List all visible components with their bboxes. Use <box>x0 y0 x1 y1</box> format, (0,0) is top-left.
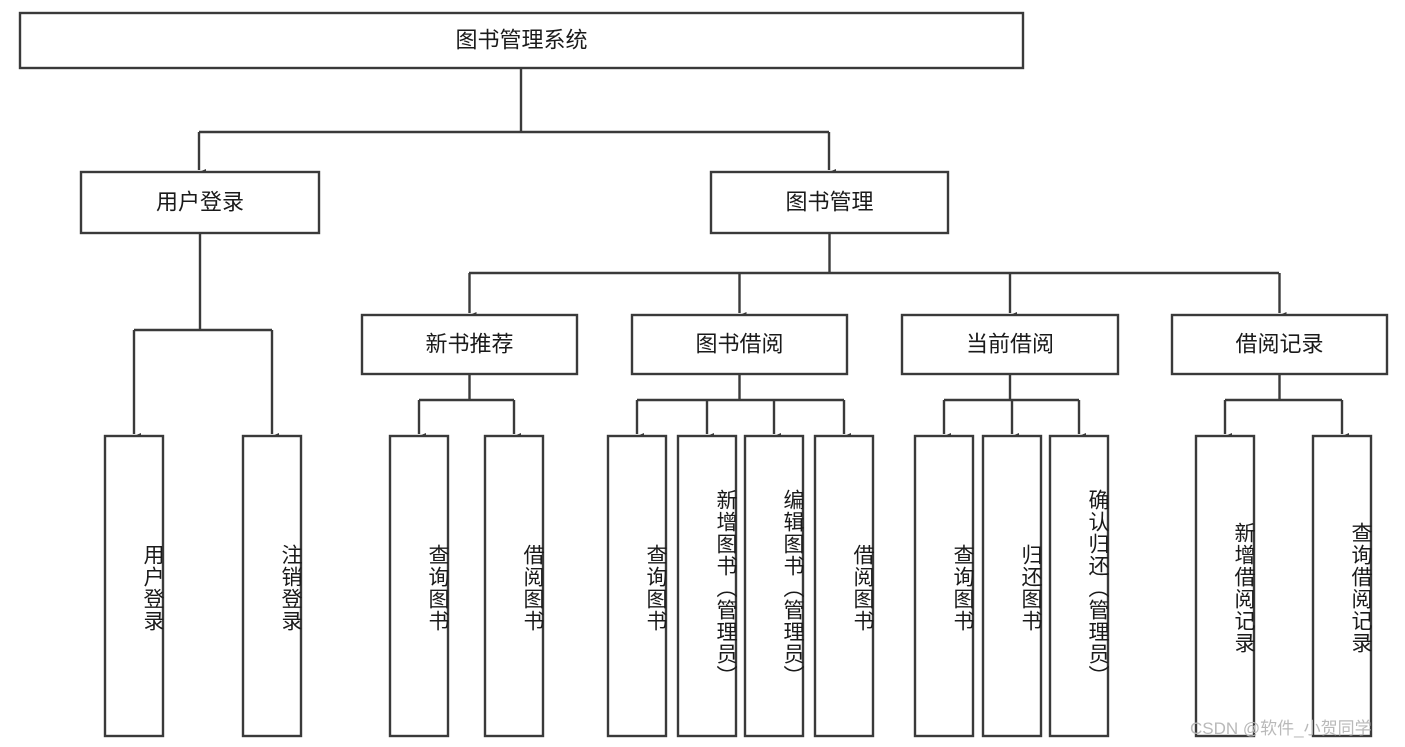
node-box <box>360 313 579 376</box>
node-leaf-注销登录[interactable] <box>241 434 303 738</box>
node-box <box>606 434 668 738</box>
node-box <box>813 434 875 738</box>
node-box <box>981 434 1043 738</box>
node-leaf-查询图书[interactable] <box>606 434 668 738</box>
node-box <box>900 313 1120 376</box>
node-box <box>676 434 738 738</box>
node-leaf-新增图书管理员[interactable] <box>676 434 738 738</box>
node-label: 图书借阅 <box>695 331 783 356</box>
node-leaf-确认归还管理员[interactable] <box>1048 434 1110 738</box>
node-label: 用户登录 <box>156 189 244 214</box>
node-box <box>1311 434 1373 738</box>
node-box <box>709 170 950 235</box>
node-level2-用户登录[interactable]: 用户登录 <box>79 170 321 235</box>
node-leaf-归还图书[interactable] <box>981 434 1043 738</box>
node-leaf-编辑图书管理员[interactable] <box>743 434 805 738</box>
node-leaf-查询图书[interactable] <box>388 434 450 738</box>
node-box <box>1170 313 1389 376</box>
watermark-text: CSDN @软件_小贺同学 <box>1190 719 1372 738</box>
node-box <box>1048 434 1110 738</box>
node-box <box>103 434 165 738</box>
node-label: 新书推荐 <box>425 331 513 356</box>
node-box <box>630 313 849 376</box>
node-label: 图书管理系统 <box>455 27 587 52</box>
node-level3-当前借阅[interactable]: 当前借阅 <box>900 313 1120 376</box>
node-leaf-新增借阅记录[interactable] <box>1194 434 1256 738</box>
node-leaf-查询图书[interactable] <box>913 434 975 738</box>
node-label: 借阅记录 <box>1235 331 1323 356</box>
node-box <box>1194 434 1256 738</box>
connector-lines <box>127 68 1349 445</box>
node-box <box>388 434 450 738</box>
node-label: 当前借阅 <box>966 331 1054 356</box>
node-leaf-借阅图书[interactable] <box>483 434 545 738</box>
node-level3-新书推荐[interactable]: 新书推荐 <box>360 313 579 376</box>
node-leaf-用户登录[interactable] <box>103 434 165 738</box>
node-box <box>241 434 303 738</box>
node-leaf-借阅图书[interactable] <box>813 434 875 738</box>
node-box <box>913 434 975 738</box>
node-root-图书管理系统[interactable]: 图书管理系统 <box>18 11 1025 70</box>
node-box <box>743 434 805 738</box>
node-box <box>483 434 545 738</box>
node-box <box>79 170 321 235</box>
node-leaf-查询借阅记录[interactable] <box>1311 434 1373 738</box>
node-box <box>18 11 1025 70</box>
node-level3-借阅记录[interactable]: 借阅记录 <box>1170 313 1389 376</box>
node-level2-图书管理[interactable]: 图书管理 <box>709 170 950 235</box>
node-label: 图书管理 <box>785 189 873 214</box>
node-level3-图书借阅[interactable]: 图书借阅 <box>630 313 849 376</box>
